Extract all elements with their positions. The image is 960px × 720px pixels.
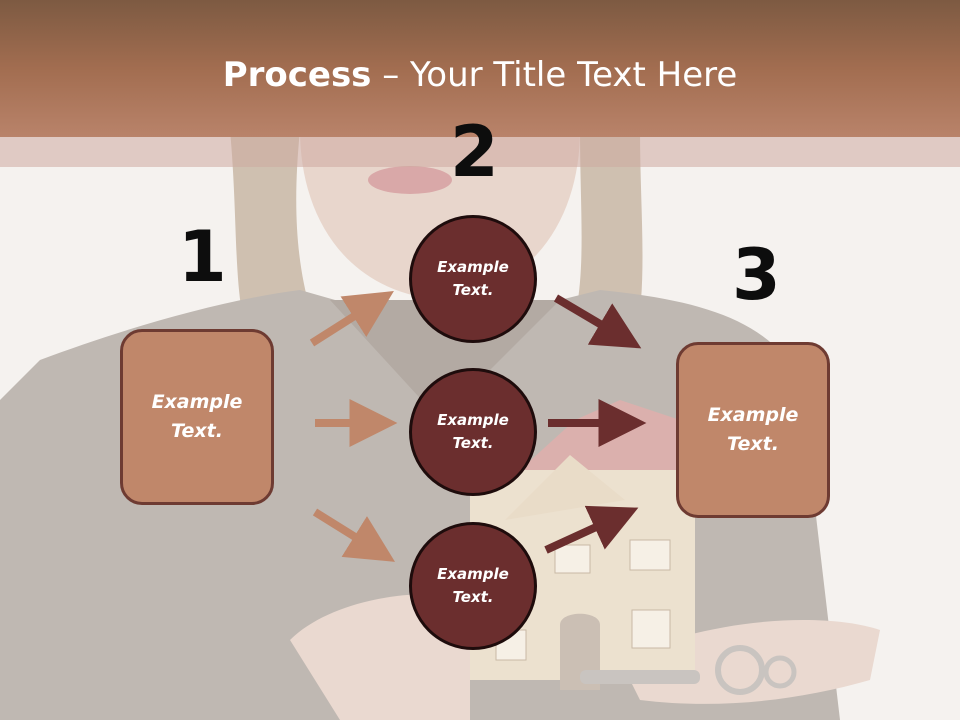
step-2-node-middle: Example Text.	[409, 368, 537, 496]
step-number-3: 3	[732, 234, 781, 316]
step-2-node-top: Example Text.	[409, 215, 537, 343]
step-number-2: 2	[450, 111, 499, 193]
slide-title: Process – Your Title Text Here	[0, 52, 960, 98]
title-band	[0, 0, 960, 137]
title-bold: Process	[222, 55, 372, 95]
step-1-box: Example Text.	[120, 329, 274, 505]
step-number-1: 1	[178, 216, 227, 298]
title-strip	[0, 137, 960, 167]
step-3-box: Example Text.	[676, 342, 830, 518]
title-rest: – Your Title Text Here	[371, 55, 738, 95]
step-2-node-bottom: Example Text.	[409, 522, 537, 650]
